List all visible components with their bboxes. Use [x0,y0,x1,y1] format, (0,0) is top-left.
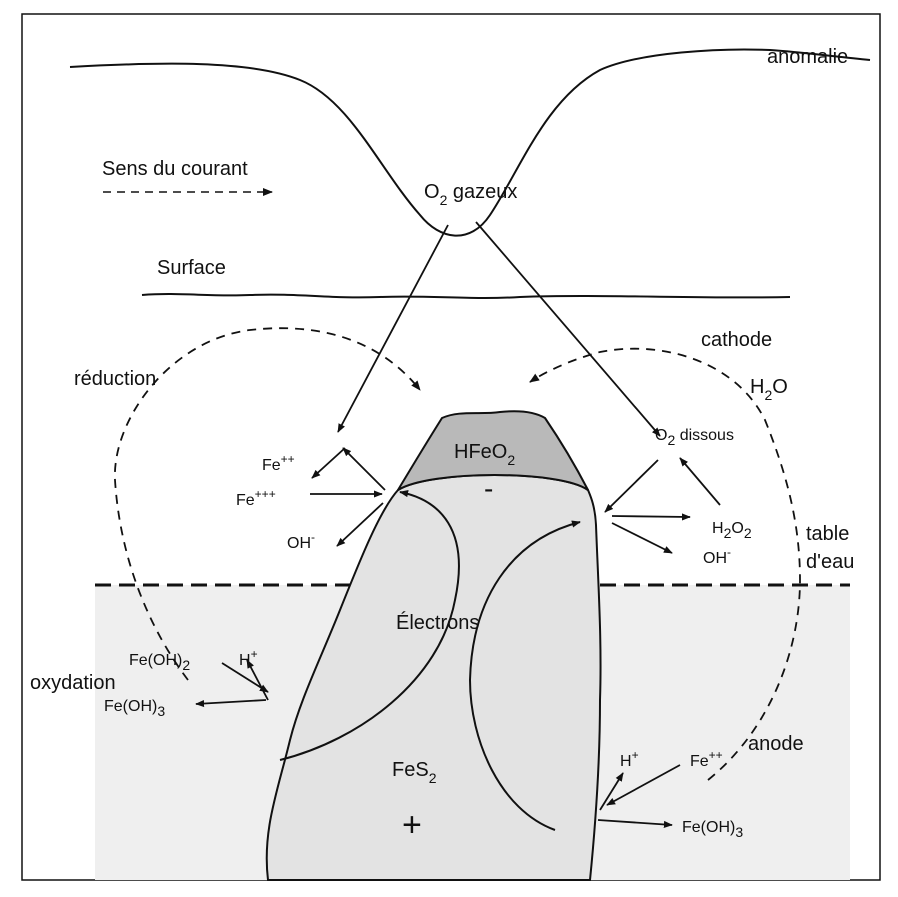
feoh3-right-label: Fe(OH)3 [682,819,743,840]
arrow-fe2-right [606,764,681,806]
h-right-label: H+ [620,748,639,770]
arrow-fe2-branch [311,447,346,479]
anode-label: anode [748,733,804,755]
arrow-o2-to-ore [604,459,659,513]
anomaly-curve [69,48,871,237]
electron-flow-left [279,490,460,761]
surface-label: Surface [157,257,226,279]
surface-line [141,293,791,299]
fe2-right-label: Fe++ [690,748,723,770]
oh-left-label: OH- [287,530,315,552]
arrow-feoh2-left [221,662,269,693]
arrow-to-fe2-left [342,447,386,491]
electron-flow-right [468,520,581,831]
h-left-label: H+ [239,647,258,669]
fes2-label: FeS2 [392,759,437,786]
arrow-to-h2o2 [611,513,691,521]
o2-arrow-left [337,224,449,433]
electrons-label: Électrons [396,611,479,634]
feoh3-left-label: Fe(OH)3 [104,698,165,719]
o2-gas-label: O2 gazeux [424,181,517,208]
hfeo2-cap [397,410,589,491]
arrow-to-h-right [599,772,624,811]
arrow-to-o2-dissous [679,457,721,506]
cathode-label: cathode [701,329,772,351]
o2-dissolved-label: O2 dissous [655,427,734,448]
feoh2-left-label: Fe(OH)2 [129,652,190,673]
cathode-loop [529,347,801,781]
current-direction-label: Sens du courant [102,158,248,180]
fe3-left-label: Fe+++ [236,487,276,509]
oxidation-label: oxydation [30,672,116,694]
arrow-to-oh-right [611,522,673,554]
hfeo2-label: HFeO2 [454,441,515,468]
arrow-to-oh-left [336,502,384,547]
positive-sign: + [402,806,422,844]
o2-arrow-right [475,221,661,437]
arrow-to-h-left [246,659,269,701]
oh-right-label: OH- [703,545,731,567]
reduction-label: réduction [74,368,156,390]
arrow-feoh3-left [195,699,267,708]
water-table-label-line1: table [806,523,849,545]
h2o2-right-label: H2O2 [712,520,752,541]
anomaly-label: anomalie [767,46,848,68]
fe2-left-label: Fe++ [262,452,295,474]
arrow-to-feoh3-right [597,819,673,829]
water-table-label-line2: d'eau [806,551,854,573]
negative-sign: - [484,473,493,504]
water-label: H2O [750,376,788,403]
reduction-loop [114,327,421,681]
